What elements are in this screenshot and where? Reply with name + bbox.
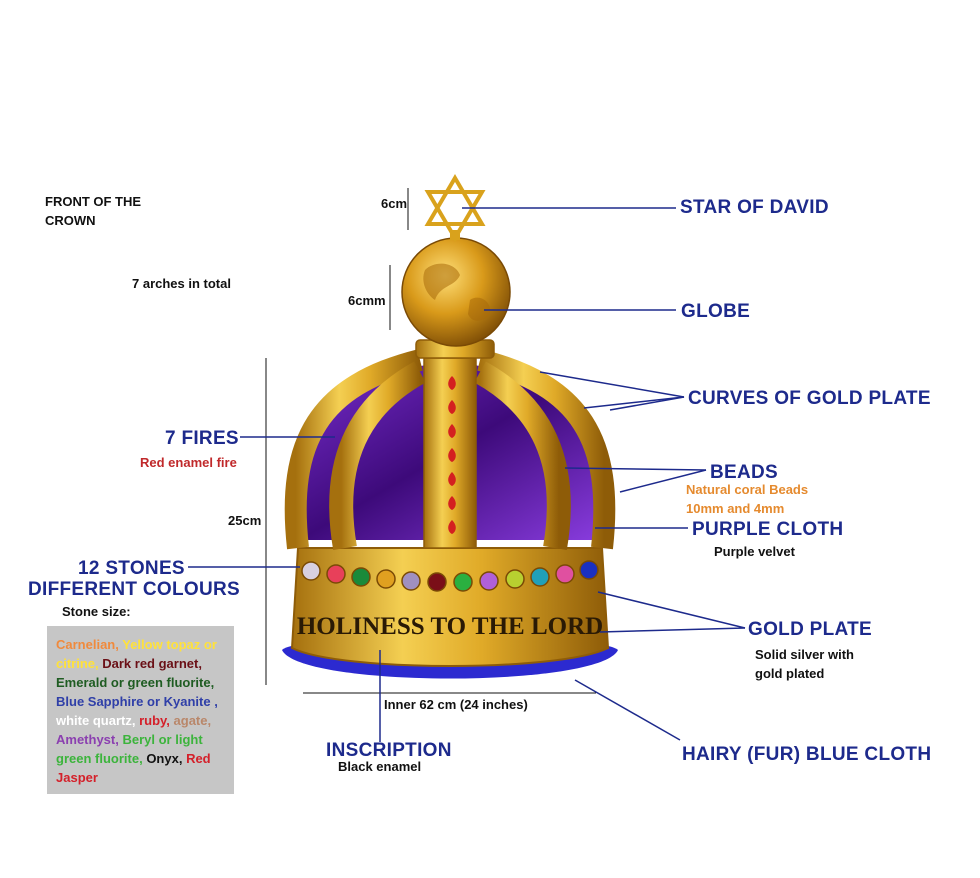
gold-plate-sub-line-2: gold plated [755,664,854,683]
stone-1 [302,562,320,580]
stones-list-text: Carnelian, Yellow topaz or citrine, Dark… [47,626,234,787]
stone-11 [556,565,574,583]
inscription-description: Black enamel [338,757,421,776]
label-star-of-david: STAR OF DAVID [680,197,829,219]
stone-8 [480,572,498,590]
stone-name-11: Onyx, [146,751,182,766]
stone-name-1: Carnelian, [56,637,119,652]
beads-sub-line-1: Natural coral Beads [686,480,808,499]
purple-cloth-description: Purple velvet [714,542,795,561]
gold-plate-sub-line-1: Solid silver with [755,645,854,664]
stone-name-6: white quartz, [56,713,135,728]
label-gold-plate: GOLD PLATE [748,619,872,641]
stone-name-5: Blue Sapphire or Kyanite , [56,694,218,709]
stone-9 [506,570,524,588]
stone-5 [402,572,420,590]
stone-name-4: Emerald or green fluorite, [56,675,214,690]
stone-7 [454,573,472,591]
stone-name-9: Amethyst, [56,732,119,747]
stone-name-8: agate, [174,713,212,728]
label-purple-cloth: PURPLE CLOTH [692,519,843,541]
label-globe: GLOBE [681,301,750,323]
label-curves: CURVES OF GOLD PLATE [688,388,931,410]
leader-gold-plate-2 [600,628,745,632]
globe [402,238,510,346]
leader-gold-plate-1 [598,592,745,628]
stone-6 [428,573,446,591]
stone-12 [580,561,598,579]
stone-name-3: Dark red garnet, [102,656,202,671]
gold-plate-description: Solid silver with gold plated [755,645,854,683]
stones-list-box: Carnelian, Yellow topaz or citrine, Dark… [47,626,234,794]
stone-4 [377,570,395,588]
fires-description: Red enamel fire [140,453,237,472]
stone-name-7: ruby, [139,713,170,728]
label-fur: HAIRY (FUR) BLUE CLOTH [682,744,931,766]
stones-size-label: Stone size: [62,602,131,621]
band-inscription: HOLINESS TO THE LORD [297,613,603,640]
stone-10 [531,568,549,586]
stone-3 [352,568,370,586]
label-fires: 7 FIRES [165,428,239,450]
star-stem [450,230,460,240]
stone-2 [327,565,345,583]
beads-sub-line-2: 10mm and 4mm [686,499,808,518]
label-stones-1: 12 STONES [78,558,185,580]
label-stones-2: DIFFERENT COLOURS [28,579,240,601]
beads-description: Natural coral Beads 10mm and 4mm [686,480,808,518]
leader-fur [575,680,680,740]
